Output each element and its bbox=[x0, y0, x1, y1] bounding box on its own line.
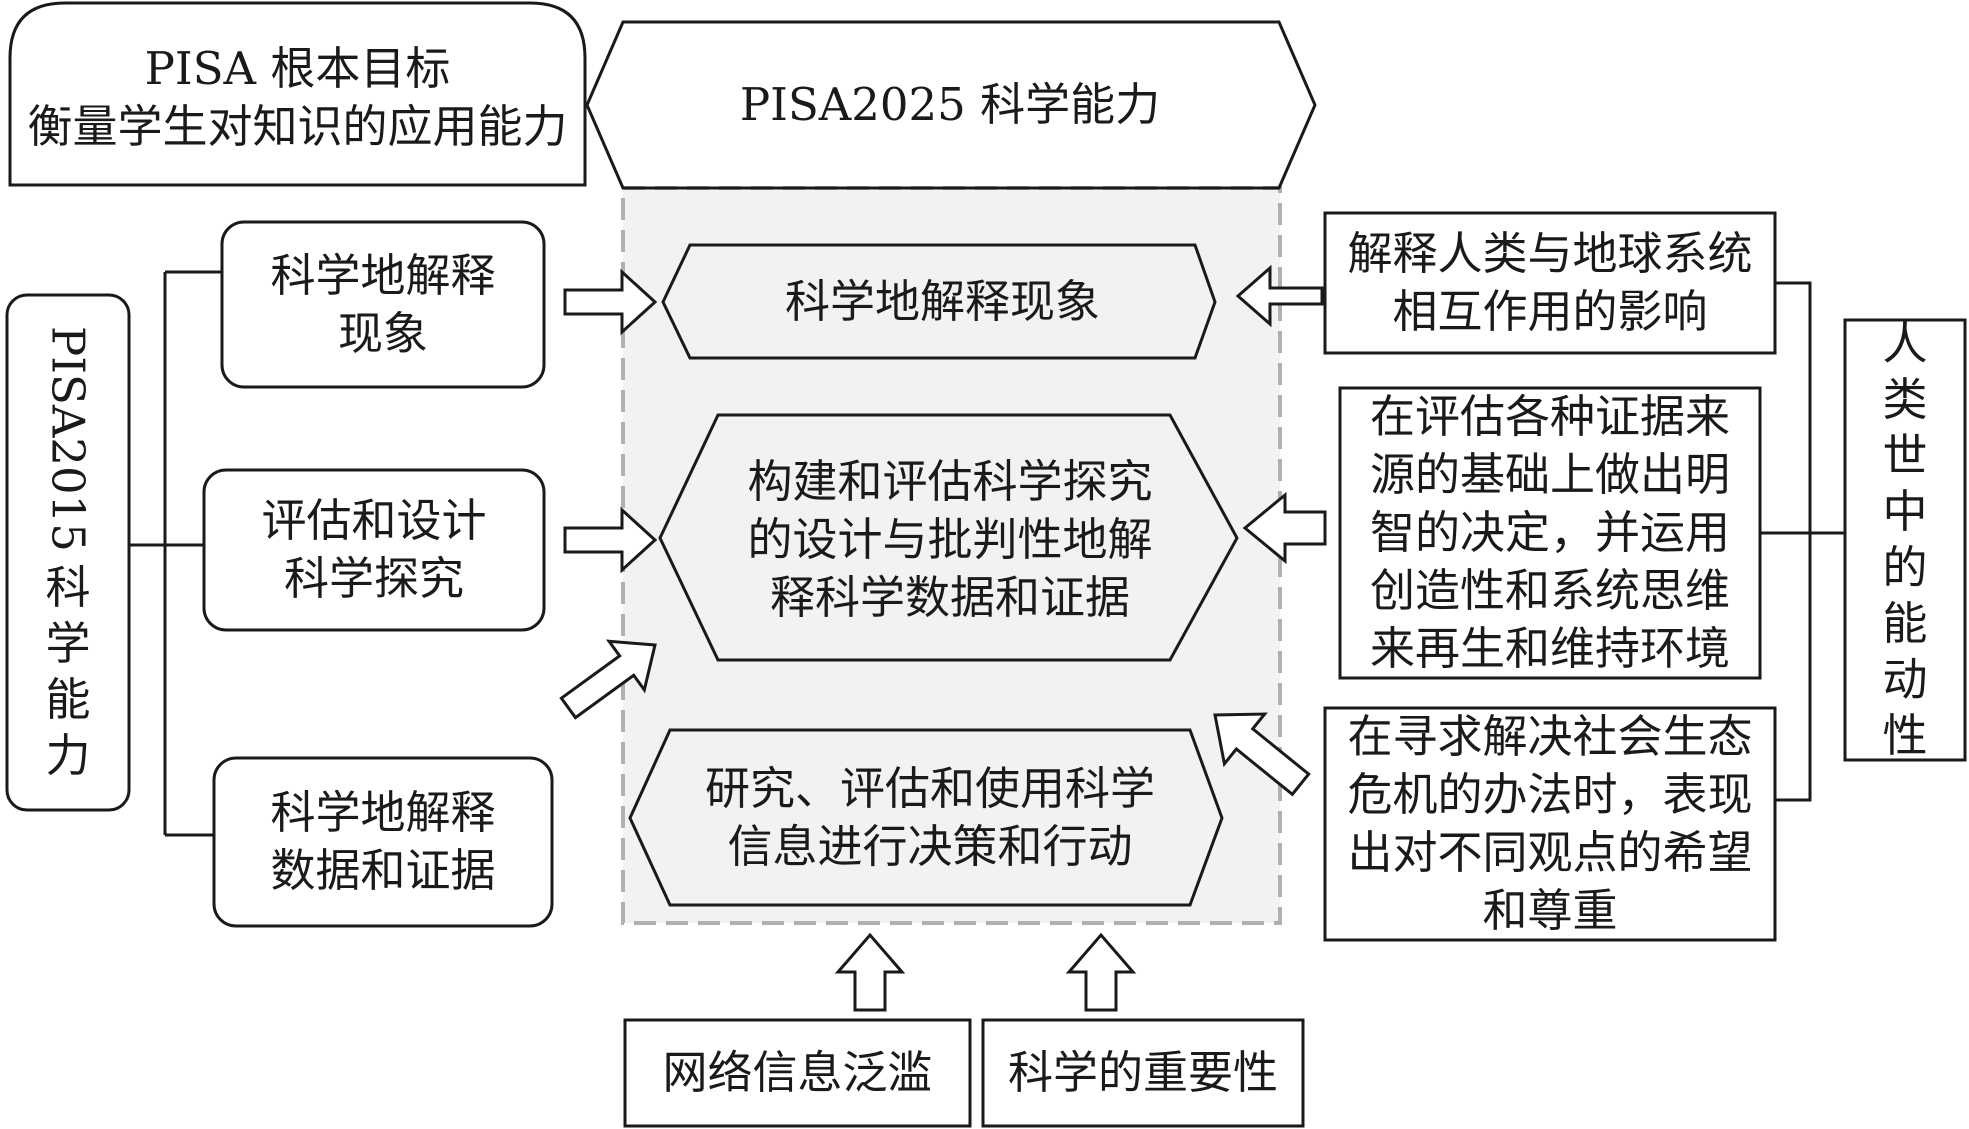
left-box-3 bbox=[212, 756, 554, 928]
vertical-char: 世 bbox=[1882, 429, 1928, 482]
hexagon-2-text: 构建和评估科学探究 的设计与批判性地解 释科学数据和证据 bbox=[747, 455, 1153, 624]
left-vertical-box bbox=[5, 293, 131, 812]
center-panel bbox=[621, 186, 1282, 925]
arrow-left-2 bbox=[1242, 491, 1327, 565]
left-box-1 bbox=[220, 220, 546, 389]
vertical-char: 能 bbox=[45, 672, 91, 726]
left-box-3-text: 科学地解释 数据和证据 bbox=[270, 786, 496, 897]
goal-box-text: PISA 根本目标 衡量学生对知识的应用能力 bbox=[10, 20, 585, 175]
hexagon-3 bbox=[628, 728, 1224, 907]
right-box-3 bbox=[1323, 706, 1777, 942]
arrow-diag-right bbox=[1213, 712, 1311, 797]
goal-subtitle: 衡量学生对知识的应用能力 bbox=[27, 99, 568, 153]
vertical-char: 人 bbox=[1882, 317, 1928, 370]
goal-box bbox=[8, 1, 587, 187]
hexagon-3-text: 研究、评估和使用科学 信息进行决策和行动 bbox=[704, 761, 1155, 873]
arrow-right-1 bbox=[563, 268, 658, 336]
right-bracket bbox=[1760, 281, 1845, 802]
hexagon-2 bbox=[658, 413, 1239, 662]
header-hexagon bbox=[585, 20, 1317, 190]
hexagon-1-text: 科学地解释现象 bbox=[784, 274, 1100, 328]
left-box-1-text: 科学地解释 现象 bbox=[270, 248, 496, 360]
arrow-up-2 bbox=[1065, 932, 1137, 1012]
vertical-char: 学 bbox=[45, 616, 91, 670]
right-vertical-label: 人类世中的能动性 bbox=[1850, 317, 1960, 762]
right-box-1-text: 解释人类与地球系统 相互作用的影响 bbox=[1347, 227, 1753, 338]
bottom-box-2 bbox=[981, 1018, 1305, 1128]
center-header-title: PISA2025 科学能力 bbox=[739, 78, 1161, 131]
arrow-diag-left bbox=[559, 639, 657, 720]
bottom-box-1 bbox=[623, 1018, 972, 1128]
right-box-3-text: 在寻求解决社会生态 危机的办法时，表现 出对不同观点的希望 和尊重 bbox=[1347, 710, 1753, 937]
hexagon-1 bbox=[661, 243, 1217, 360]
vertical-char: 动 bbox=[1882, 653, 1928, 706]
goal-title: PISA 根本目标 bbox=[144, 41, 451, 95]
bottom-box-1-text: 网络信息泛滥 bbox=[662, 1046, 933, 1099]
right-vertical-box bbox=[1843, 318, 1967, 762]
arrow-up-1 bbox=[834, 932, 906, 1012]
vertical-char: 性 bbox=[1882, 709, 1928, 762]
right-box-2-text: 在评估各种证据来 源的基础上做出明 智的决定，并运用 创造性和系统思维 来再生和… bbox=[1369, 390, 1730, 675]
left-vertical-label: PISA2015 科学能力 bbox=[15, 326, 121, 782]
vertical-char: 力 bbox=[45, 728, 91, 782]
vertical-char: 类 bbox=[1882, 373, 1928, 426]
vertical-char: 中 bbox=[1882, 485, 1928, 538]
bottom-box-2-text: 科学的重要性 bbox=[1007, 1046, 1278, 1099]
vertical-char: 能 bbox=[1882, 597, 1928, 650]
arrow-right-2 bbox=[563, 506, 658, 574]
vertical-latin-run: PISA2015 bbox=[41, 326, 95, 552]
left-bracket bbox=[129, 270, 222, 837]
vertical-char: 科 bbox=[45, 560, 91, 614]
arrow-left-1 bbox=[1235, 264, 1324, 328]
left-box-2-text: 评估和设计 科学探究 bbox=[261, 494, 487, 605]
vertical-char: 的 bbox=[1882, 541, 1928, 594]
left-box-2 bbox=[202, 468, 546, 632]
